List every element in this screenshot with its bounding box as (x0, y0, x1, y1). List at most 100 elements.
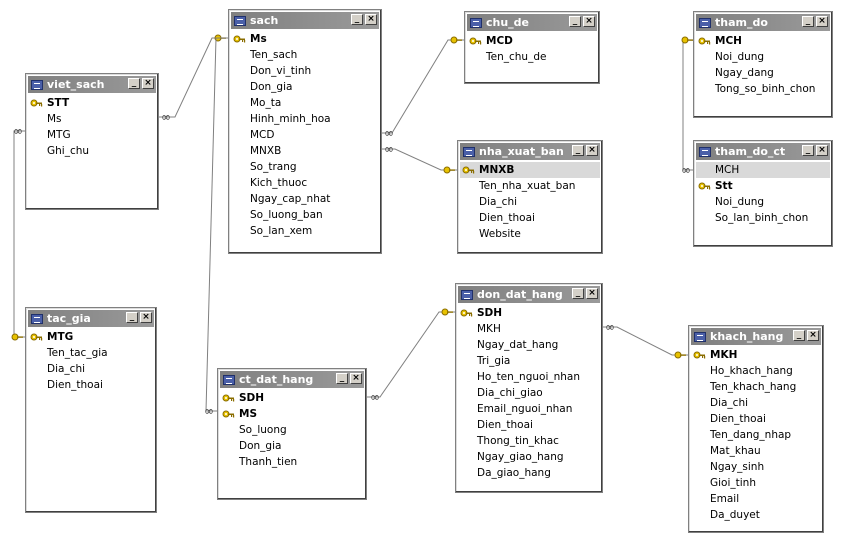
field-row[interactable]: Ngay_giao_hang (458, 449, 600, 465)
field-row[interactable]: Don_gia (220, 438, 364, 454)
close-icon[interactable]: × (140, 312, 152, 323)
table-titlebar[interactable]: tham_do_ct_× (696, 143, 830, 160)
minimize-icon[interactable]: _ (572, 288, 584, 299)
field-row[interactable]: Noi_dung (696, 194, 830, 210)
field-row[interactable]: Ten_chu_de (467, 49, 597, 65)
close-icon[interactable]: × (807, 330, 819, 341)
field-row[interactable]: Gioi_tinh (691, 475, 821, 491)
field-row[interactable]: Ngay_dat_hang (458, 337, 600, 353)
field-row[interactable]: Mat_khau (691, 443, 821, 459)
field-row[interactable]: Dia_chi (28, 361, 154, 377)
minimize-icon[interactable]: _ (351, 14, 363, 25)
close-icon[interactable]: × (583, 16, 595, 27)
minimize-icon[interactable]: _ (802, 16, 814, 27)
field-row[interactable]: Tong_so_binh_chon (696, 81, 830, 97)
relationship-tham_do_ct-tham_do[interactable] (682, 39, 693, 171)
field-row[interactable]: Ho_khach_hang (691, 363, 821, 379)
field-row[interactable]: Dien_thoai (458, 417, 600, 433)
close-icon[interactable]: × (586, 145, 598, 156)
field-row[interactable]: Dien_thoai (28, 377, 154, 393)
primary-key-field[interactable]: MCH (696, 33, 830, 49)
close-icon[interactable]: × (350, 373, 362, 384)
minimize-icon[interactable]: _ (336, 373, 348, 384)
field-row[interactable]: So_trang (231, 159, 379, 175)
primary-key-field[interactable]: SDH (220, 390, 364, 406)
field-row[interactable]: Ten_khach_hang (691, 379, 821, 395)
close-icon[interactable]: × (586, 288, 598, 299)
field-row[interactable]: MNXB (231, 143, 379, 159)
field-row[interactable]: Dia_chi (460, 194, 600, 210)
field-row[interactable]: MKH (458, 321, 600, 337)
primary-key-field[interactable]: MKH (691, 347, 821, 363)
field-row[interactable]: Ho_ten_nguoi_nhan (458, 369, 600, 385)
field-row[interactable]: Ms (28, 111, 156, 127)
field-row[interactable]: So_luong (220, 422, 364, 438)
primary-key-field[interactable]: MTG (28, 329, 154, 345)
field-row[interactable]: Email_nguoi_nhan (458, 401, 600, 417)
table-titlebar[interactable]: tham_do_× (696, 14, 830, 31)
primary-key-field[interactable]: MCD (467, 33, 597, 49)
close-icon[interactable]: × (816, 16, 828, 27)
primary-key-field[interactable]: STT (28, 95, 156, 111)
field-row[interactable]: Ghi_chu (28, 143, 156, 159)
field-row[interactable]: So_lan_xem (231, 223, 379, 239)
field-row[interactable]: So_luong_ban (231, 207, 379, 223)
field-row[interactable]: Kich_thuoc (231, 175, 379, 191)
table-titlebar[interactable]: viet_sach_× (28, 76, 156, 93)
minimize-icon[interactable]: _ (802, 145, 814, 156)
field-row[interactable]: Dia_chi_giao (458, 385, 600, 401)
field-row[interactable]: Ten_sach (231, 47, 379, 63)
table-titlebar[interactable]: ct_dat_hang_× (220, 371, 364, 388)
table-titlebar[interactable]: chu_de_× (467, 14, 597, 31)
field-row[interactable]: Don_gia (231, 79, 379, 95)
close-icon[interactable]: × (142, 78, 154, 89)
field-row[interactable]: Ngay_dang (696, 65, 830, 81)
field-row[interactable]: Thanh_tien (220, 454, 364, 470)
field-row[interactable]: Dien_thoai (691, 411, 821, 427)
field-row[interactable]: Ten_nha_xuat_ban (460, 178, 600, 194)
minimize-icon[interactable]: _ (128, 78, 140, 89)
table-titlebar[interactable]: nha_xuat_ban_× (460, 143, 600, 160)
minimize-icon[interactable]: _ (572, 145, 584, 156)
field-row[interactable]: Hinh_minh_hoa (231, 111, 379, 127)
table-titlebar[interactable]: sach_× (231, 12, 379, 29)
primary-key-field[interactable]: MNXB (460, 162, 600, 178)
field-row[interactable]: Don_vi_tinh (231, 63, 379, 79)
relationship-ct_dat_hang-don_dat_hang[interactable] (367, 311, 455, 398)
field-row[interactable]: Website (460, 226, 600, 242)
minimize-icon[interactable]: _ (569, 16, 581, 27)
field-row[interactable]: Ten_tac_gia (28, 345, 154, 361)
relationship-sach-chu_de[interactable] (382, 39, 464, 134)
table-titlebar[interactable]: don_dat_hang_× (458, 286, 600, 303)
primary-key-field[interactable]: SDH (458, 305, 600, 321)
primary-key-field[interactable]: Stt (696, 178, 830, 194)
relationship-don_dat_hang-khach_hang[interactable] (603, 326, 688, 356)
relationship-viet_sach-tac_gia[interactable] (13, 130, 25, 338)
close-icon[interactable]: × (816, 145, 828, 156)
field-row[interactable]: MCH (696, 162, 830, 178)
table-titlebar[interactable]: tac_gia_× (28, 310, 154, 327)
field-row[interactable]: Dia_chi (691, 395, 821, 411)
field-row[interactable]: Mo_ta (231, 95, 379, 111)
field-row[interactable]: Ngay_cap_nhat (231, 191, 379, 207)
field-row[interactable]: Noi_dung (696, 49, 830, 65)
field-row[interactable]: Da_giao_hang (458, 465, 600, 481)
minimize-icon[interactable]: _ (126, 312, 138, 323)
field-row[interactable]: Ten_dang_nhap (691, 427, 821, 443)
relationship-sach-nha_xuat_ban[interactable] (382, 148, 457, 171)
field-row[interactable]: Ngay_sinh (691, 459, 821, 475)
table-titlebar[interactable]: khach_hang_× (691, 328, 821, 345)
primary-key-field[interactable]: Ms (231, 31, 379, 47)
field-row[interactable]: Dien_thoai (460, 210, 600, 226)
field-row[interactable]: Tri_gia (458, 353, 600, 369)
field-row[interactable]: Thong_tin_khac (458, 433, 600, 449)
